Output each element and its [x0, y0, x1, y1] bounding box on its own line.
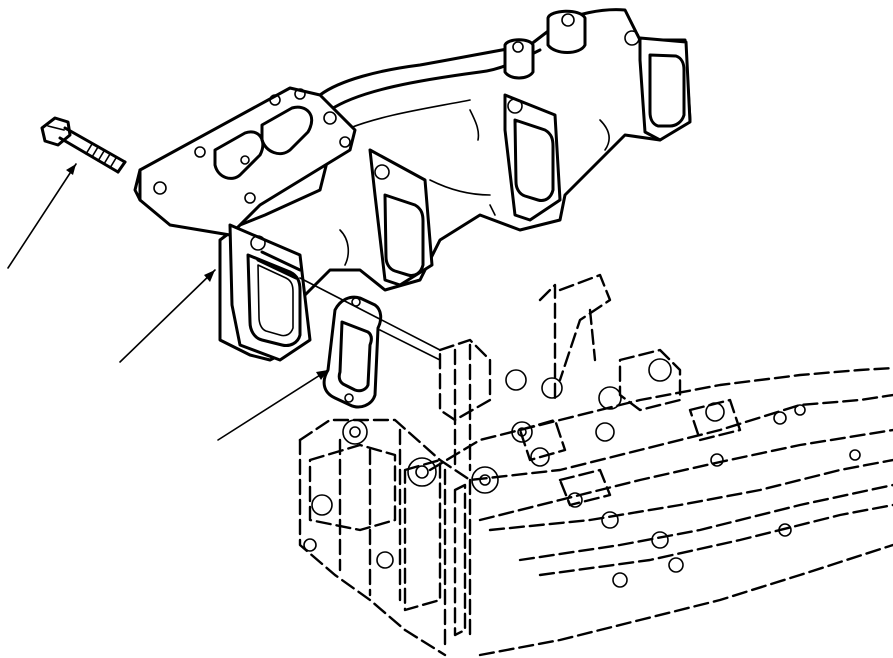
cylinder-head-icon	[298, 273, 893, 657]
leader-line-manifold	[119, 269, 216, 363]
leader-line-bolt	[7, 163, 77, 269]
alignment-line	[299, 277, 441, 361]
stud-icon	[256, 250, 302, 280]
exhaust-manifold-icon	[133, 8, 692, 362]
leader-line-gasket	[217, 369, 329, 441]
port-gasket-icon	[322, 295, 383, 409]
hex-flange-bolt-icon	[40, 116, 127, 174]
